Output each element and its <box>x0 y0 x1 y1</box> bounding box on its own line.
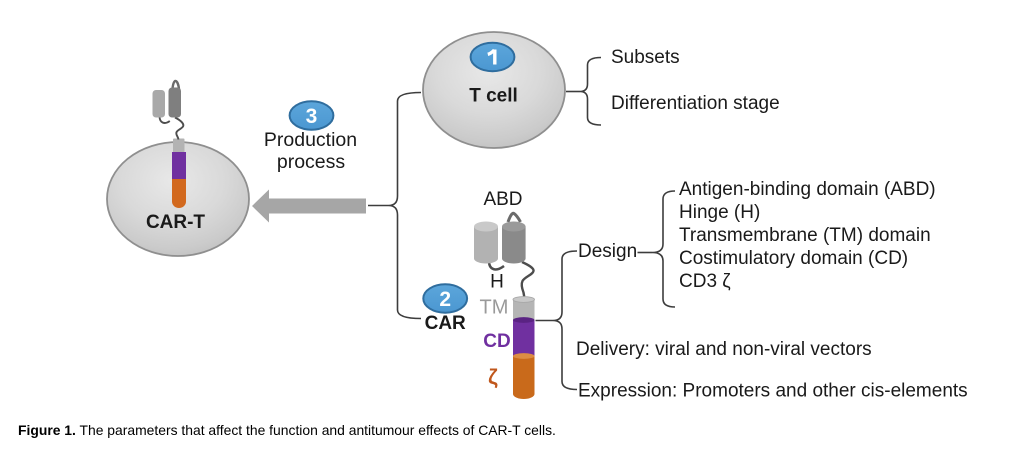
svg-text:Differentiation stage: Differentiation stage <box>611 93 780 114</box>
svg-text:ζ: ζ <box>488 366 498 389</box>
svg-text:Figure 1. The parameters that: Figure 1. The parameters that affect the… <box>18 422 556 438</box>
svg-text:CAR: CAR <box>425 313 466 334</box>
svg-text:TM: TM <box>480 297 509 319</box>
svg-text:Expression: Promoters and othe: Expression: Promoters and other cis-elem… <box>578 381 968 402</box>
svg-text:Costimulatory domain (CD): Costimulatory domain (CD) <box>679 248 908 269</box>
svg-text:Antigen-binding domain (ABD): Antigen-binding domain (ABD) <box>679 179 936 200</box>
svg-text:CD3 ζ: CD3 ζ <box>679 271 731 292</box>
svg-text:Design: Design <box>578 241 637 262</box>
svg-text:Production: Production <box>264 129 357 151</box>
svg-text:Delivery: viral and non-viral: Delivery: viral and non-viral vectors <box>576 339 872 360</box>
svg-text:H: H <box>490 272 504 293</box>
svg-text:Subsets: Subsets <box>611 47 680 68</box>
svg-text:process: process <box>277 151 346 173</box>
svg-text:CD: CD <box>483 331 510 352</box>
svg-text:T cell: T cell <box>469 86 518 107</box>
svg-text:CAR-T: CAR-T <box>146 212 205 233</box>
svg-text:ABD: ABD <box>483 189 522 210</box>
svg-text:3: 3 <box>306 105 318 128</box>
svg-text:Hinge (H): Hinge (H) <box>679 202 760 223</box>
svg-text:2: 2 <box>439 288 451 311</box>
svg-text:Transmembrane (TM) domain: Transmembrane (TM) domain <box>679 225 931 246</box>
